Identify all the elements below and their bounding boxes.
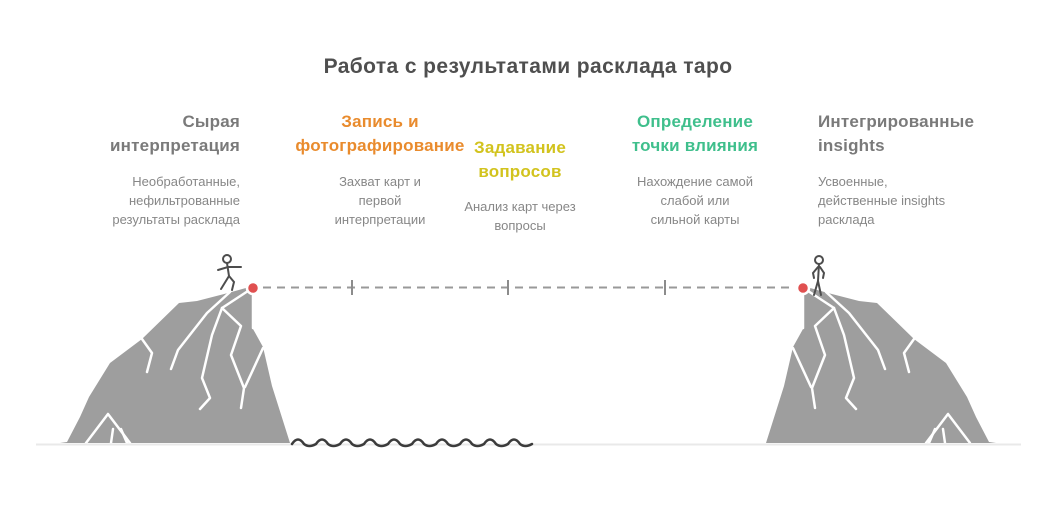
step-4-description: Нахождение самой слабой или сильной карт… — [620, 172, 770, 229]
step-1-body-line-3: результаты расклада — [112, 212, 240, 227]
step-2-header-line-2: фотографирование — [295, 136, 465, 155]
diagram-title: Работа с результатами расклада таро — [323, 55, 733, 78]
step-2-record-photograph: Запись и фотографирование Захват карт и … — [294, 110, 466, 229]
step-4-body-line-1: Нахождение самой — [636, 174, 753, 189]
step-1-header-line-2: интерпретация — [110, 136, 240, 155]
stick-figure-right-icon — [811, 255, 826, 296]
step-5-header-line-1: Интегрированные — [818, 112, 975, 131]
step-5-body-line-3: расклада — [818, 212, 875, 227]
step-2-header-line-1: Запись и — [341, 112, 419, 131]
step-5-integrated-insights: Интегрированные insights Усвоенные, дейс… — [818, 110, 1008, 229]
step-1-raw-interpretation: Сырая интерпретация Необработанные, нефи… — [40, 110, 240, 229]
step-1-header-line-1: Сырая — [182, 112, 240, 131]
step-1-header: Сырая интерпретация — [40, 110, 240, 158]
red-marker-left — [245, 280, 261, 296]
step-3-header: Задавание вопросов — [450, 136, 590, 184]
step-4-influence-point: Определение точки влияния Нахождение сам… — [620, 110, 770, 229]
left-cliff-icon — [58, 284, 292, 445]
step-4-header-line-2: точки влияния — [631, 136, 759, 155]
water-waves-icon — [290, 438, 534, 448]
step-5-description: Усвоенные, действенные insights расклада — [818, 172, 1008, 229]
step-1-body-line-1: Необработанные, — [132, 174, 240, 189]
step-4-header: Определение точки влияния — [620, 110, 770, 158]
step-4-header-line-1: Определение — [637, 112, 753, 131]
step-3-description: Анализ карт через вопросы — [450, 197, 590, 235]
right-cliff-icon — [764, 284, 998, 445]
step-3-body-line-2: вопросы — [494, 218, 546, 233]
step-2-body-line-1: Захват карт и — [339, 174, 421, 189]
step-4-body-line-2: слабой или — [660, 193, 730, 208]
step-2-header: Запись и фотографирование — [294, 110, 466, 158]
step-1-description: Необработанные, нефильтрованные результа… — [40, 172, 240, 229]
step-5-body-line-2: действенные insights — [818, 193, 946, 208]
step-5-body-line-1: Усвоенные, — [818, 174, 888, 189]
step-1-body-line-2: нефильтрованные — [128, 193, 240, 208]
step-2-body-line-2: первой — [358, 193, 402, 208]
step-3-header-line-2: вопросов — [478, 162, 562, 181]
step-5-header: Интегрированные insights — [818, 110, 1008, 158]
stick-figure-left-icon — [217, 254, 242, 291]
step-2-description: Захват карт и первой интерпретации — [294, 172, 466, 229]
step-4-body-line-3: сильной карты — [650, 212, 740, 227]
step-3-header-line-1: Задавание — [473, 138, 566, 157]
step-3-asking-questions: Задавание вопросов Анализ карт через воп… — [450, 136, 590, 235]
red-marker-right — [795, 280, 811, 296]
step-5-header-line-2: insights — [818, 136, 885, 155]
step-3-body-line-1: Анализ карт через — [464, 199, 576, 214]
step-2-body-line-3: интерпретации — [334, 212, 426, 227]
